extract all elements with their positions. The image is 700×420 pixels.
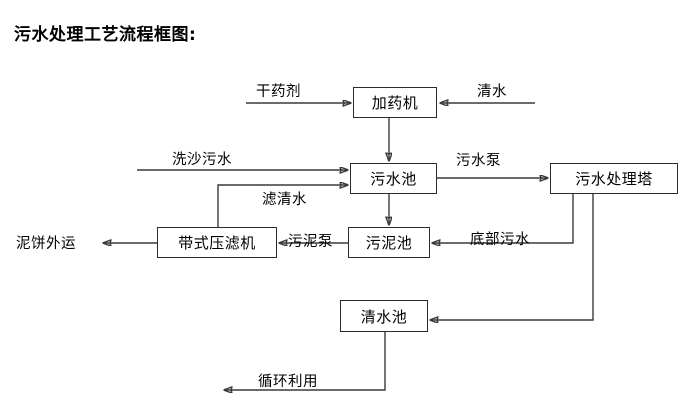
node-wastewater-pool[interactable]: 污水池 — [350, 163, 437, 194]
edge-label-filtered-clear-water: 滤清水 — [262, 192, 307, 208]
edge-label-dry-chemical: 干药剂 — [256, 84, 301, 100]
edge-label-mud-cake-transport: 泥饼外运 — [16, 236, 76, 252]
node-label: 清水池 — [360, 307, 408, 326]
node-label: 加药机 — [371, 94, 419, 112]
edge-label-sludge-pump: 污泥泵 — [288, 234, 333, 250]
wire-tower-to-clear-water-pool — [430, 194, 594, 320]
node-label: 污水处理塔 — [575, 170, 653, 188]
edge-label-sand-wash-wastewater: 洗沙污水 — [172, 152, 232, 168]
page-title: 污水处理工艺流程框图: — [14, 25, 197, 45]
node-treatment-tower[interactable]: 污水处理塔 — [550, 163, 678, 194]
node-sludge-pool[interactable]: 污泥池 — [348, 227, 430, 258]
node-belt-filter-press[interactable]: 带式压滤机 — [157, 227, 277, 258]
node-label: 污泥池 — [365, 234, 413, 252]
node-label: 污水池 — [370, 170, 417, 188]
edge-label-clean-water: 清水 — [477, 84, 507, 100]
node-dosing-machine[interactable]: 加药机 — [353, 87, 437, 118]
edge-label-bottom-wastewater: 底部污水 — [470, 232, 530, 248]
node-label: 带式压滤机 — [178, 234, 256, 252]
edge-label-wastewater-pump: 污水泵 — [456, 153, 501, 169]
node-clear-water-pool[interactable]: 清水池 — [340, 300, 428, 332]
edge-label-recycle-reuse: 循环利用 — [258, 374, 318, 390]
